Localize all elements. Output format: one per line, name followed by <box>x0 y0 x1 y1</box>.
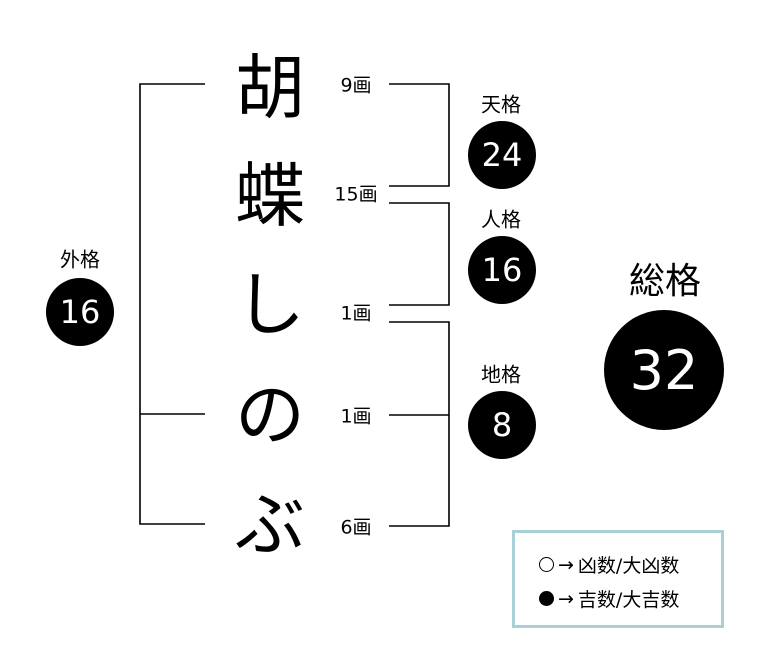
stroke-count: 6画 <box>340 516 372 539</box>
tenkaku-bracket <box>389 83 450 187</box>
stroke-count: 15画 <box>334 183 378 206</box>
name-char: し <box>235 264 305 346</box>
chikaku-value: 8 <box>468 391 536 459</box>
stroke-count: 1画 <box>340 405 372 428</box>
outer-bracket <box>139 83 205 525</box>
stroke-count: 1画 <box>340 302 372 325</box>
name-char: の <box>235 374 305 456</box>
legend-text: 吉数/大吉数 <box>577 589 680 611</box>
stroke-count: 9画 <box>340 74 372 97</box>
chikaku-label: 地格 <box>481 362 521 387</box>
jinkaku-bracket <box>389 202 450 306</box>
soukaku-value: 32 <box>604 310 724 430</box>
filled-circle-icon <box>539 591 554 606</box>
legend-arrow: → <box>558 553 574 576</box>
chikaku-bracket <box>389 321 450 527</box>
name-char: 胡 <box>235 47 305 129</box>
legend-text: 凶数/大凶数 <box>577 555 680 577</box>
jinkaku-value: 16 <box>468 236 536 304</box>
name-char: ぶ <box>235 484 305 566</box>
jinkaku-label: 人格 <box>481 207 521 232</box>
open-circle-icon <box>539 557 554 572</box>
tenkaku-value: 24 <box>468 121 536 189</box>
legend: → 凶数/大凶数 → 吉数/大吉数 <box>512 530 724 628</box>
legend-row-good: → 吉数/大吉数 <box>539 585 679 612</box>
gaikaku-value: 16 <box>46 278 114 346</box>
gaikaku-label: 外格 <box>60 247 100 272</box>
legend-arrow: → <box>558 587 574 610</box>
tenkaku-label: 天格 <box>481 92 521 117</box>
soukaku-label: 総格 <box>628 261 702 302</box>
name-char: 蝶 <box>235 155 305 237</box>
legend-row-bad: → 凶数/大凶数 <box>539 551 679 578</box>
